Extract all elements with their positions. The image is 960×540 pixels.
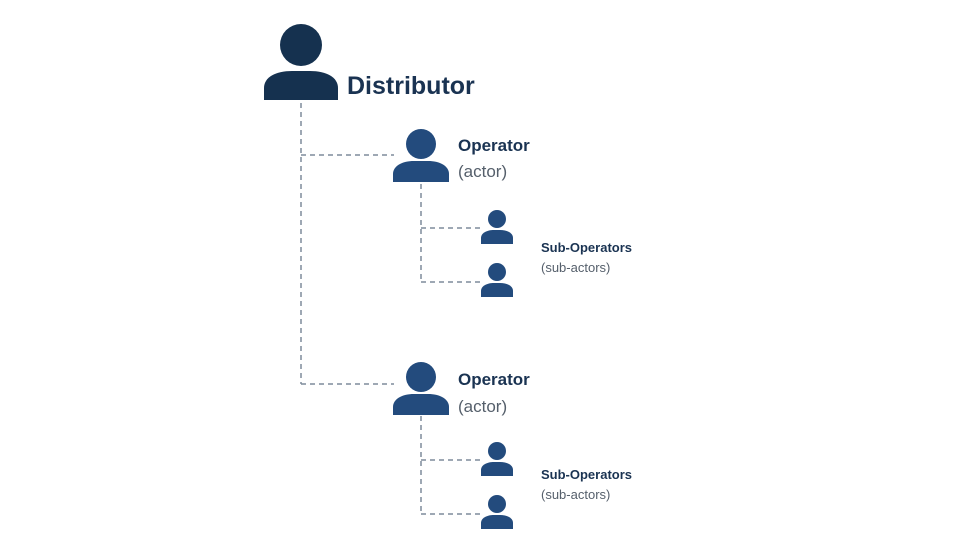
operator-subtitle: (actor)	[458, 397, 508, 416]
operator-title: Operator	[458, 136, 530, 155]
person-icon	[481, 442, 513, 476]
person-icon	[264, 24, 338, 100]
sub-operators-title: Sub-Operators	[541, 240, 633, 255]
person-icon	[393, 129, 449, 182]
sub-operators-title: Sub-Operators	[541, 467, 633, 482]
operator-subtitle: (actor)	[458, 162, 508, 181]
distributor-title: Distributor	[347, 72, 475, 100]
person-icon	[393, 362, 449, 415]
person-icon	[481, 210, 513, 244]
operator-title: Operator	[458, 370, 530, 389]
connectors	[300, 103, 482, 515]
sub-operators-subtitle: (sub-actors)	[541, 260, 611, 275]
person-icon	[481, 495, 513, 529]
person-icon	[481, 263, 513, 297]
sub-operators-subtitle: (sub-actors)	[541, 487, 611, 502]
